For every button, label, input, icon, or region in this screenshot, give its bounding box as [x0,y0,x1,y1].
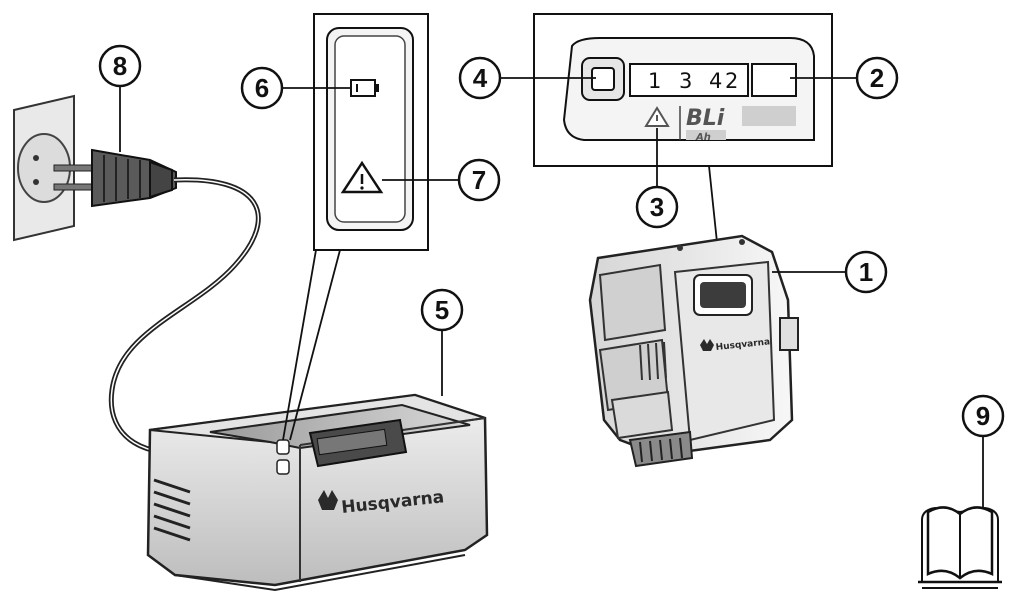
display-digit-1: 1 [648,69,661,93]
display-digit-3: 4 [709,69,722,93]
svg-text:6: 6 [255,73,269,103]
svg-text:1: 1 [859,257,873,287]
svg-text:7: 7 [472,165,486,195]
svg-text:2: 2 [870,63,884,93]
warning-icon [340,160,384,194]
battery-capacity-label: Ah [695,132,711,143]
power-button[interactable] [581,57,625,101]
svg-text:8: 8 [113,51,127,81]
battery-model-label: BLi [686,106,725,131]
battery-pack [588,234,799,468]
callout-2: 2 [855,56,899,100]
svg-text:4: 4 [473,63,488,93]
charge-level-display: 1 3 4 2 [629,63,797,97]
battery-display-inset: 1 3 4 2 BLi Ah [533,13,833,167]
callout-leaders [119,77,984,508]
svg-text:5: 5 [435,295,449,325]
charger-indicator-inset [313,13,429,251]
callout-7: 7 [457,158,501,202]
display-digit-4: 2 [725,69,738,93]
display-digit-2: 3 [679,69,692,93]
callout-6: 6 [240,66,284,110]
battery-warning-icon [644,106,670,127]
battery-indicator-icon [350,79,379,97]
callout-9: 9 [961,394,1005,438]
svg-text:9: 9 [976,401,990,431]
callout-1: 1 [844,250,888,294]
callout-4: 4 [458,56,502,100]
power-cable [108,177,261,455]
battery-charger [146,393,489,592]
callout-5: 5 [420,288,464,332]
operator-manual-icon [918,506,1002,589]
svg-text:3: 3 [650,192,664,222]
callout-8: 8 [98,44,142,88]
callout-3: 3 [635,185,679,229]
power-plug [53,148,177,208]
